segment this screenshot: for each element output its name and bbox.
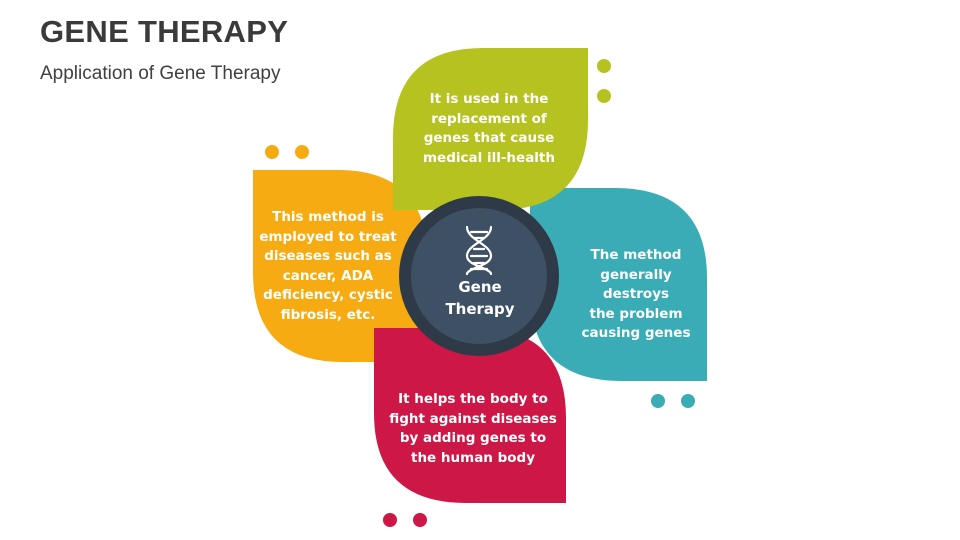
text-line: It helps the body to — [398, 391, 548, 407]
dna-icon — [465, 225, 493, 276]
text-line: cancer, ADA — [282, 267, 374, 284]
text-line: medical ill-health — [422, 149, 555, 166]
petal-left-text: This method is employed to treat disease… — [258, 208, 398, 325]
text-line: by adding genes to — [399, 430, 547, 446]
petal-right-text: The method generally destroys the proble… — [566, 246, 706, 344]
text-line: The method — [590, 247, 682, 263]
slide-title: GENE THERAPY — [40, 14, 289, 49]
text-line: diseases such as — [264, 248, 392, 264]
decor-dot-green — [597, 59, 611, 73]
text-line: the problem — [589, 305, 683, 322]
decor-dot-yellow — [265, 145, 279, 159]
slide-subtitle: Application of Gene Therapy — [40, 63, 281, 84]
decor-dot-red — [383, 513, 397, 527]
center-label: Gene Therapy — [420, 276, 540, 320]
petal-top-rounded — [393, 48, 588, 210]
text-line: fight against diseases — [389, 410, 557, 427]
text-line: fibrosis, etc. — [280, 306, 376, 323]
decor-dot-yellow — [295, 145, 309, 159]
decor-dot-red — [413, 513, 427, 527]
text-line: generally destroys — [600, 266, 672, 303]
text-line: the human body — [410, 449, 536, 466]
center-label-line2: Therapy — [445, 300, 515, 318]
text-line: replacement of — [431, 110, 547, 127]
petal-right — [530, 188, 707, 381]
text-line: This method is — [272, 209, 384, 225]
text-line: employed to treat — [259, 228, 397, 245]
text-line: causing genes — [581, 325, 691, 341]
petal-top-text: It is used in the replacement of genes t… — [404, 90, 574, 168]
text-line: genes that cause — [423, 130, 555, 146]
petal-bottom — [374, 328, 566, 503]
center-circle — [411, 208, 547, 344]
decor-dot-teal — [681, 394, 695, 408]
petal-left — [253, 170, 428, 362]
center-label-line1: Gene — [458, 278, 502, 296]
petal-bottom-text: It helps the body to fight against disea… — [388, 390, 558, 468]
text-line: deficiency, cystic — [263, 287, 393, 303]
text-line: It is used in the — [429, 91, 549, 107]
decor-dot-green — [597, 89, 611, 103]
decor-dot-teal — [651, 394, 665, 408]
